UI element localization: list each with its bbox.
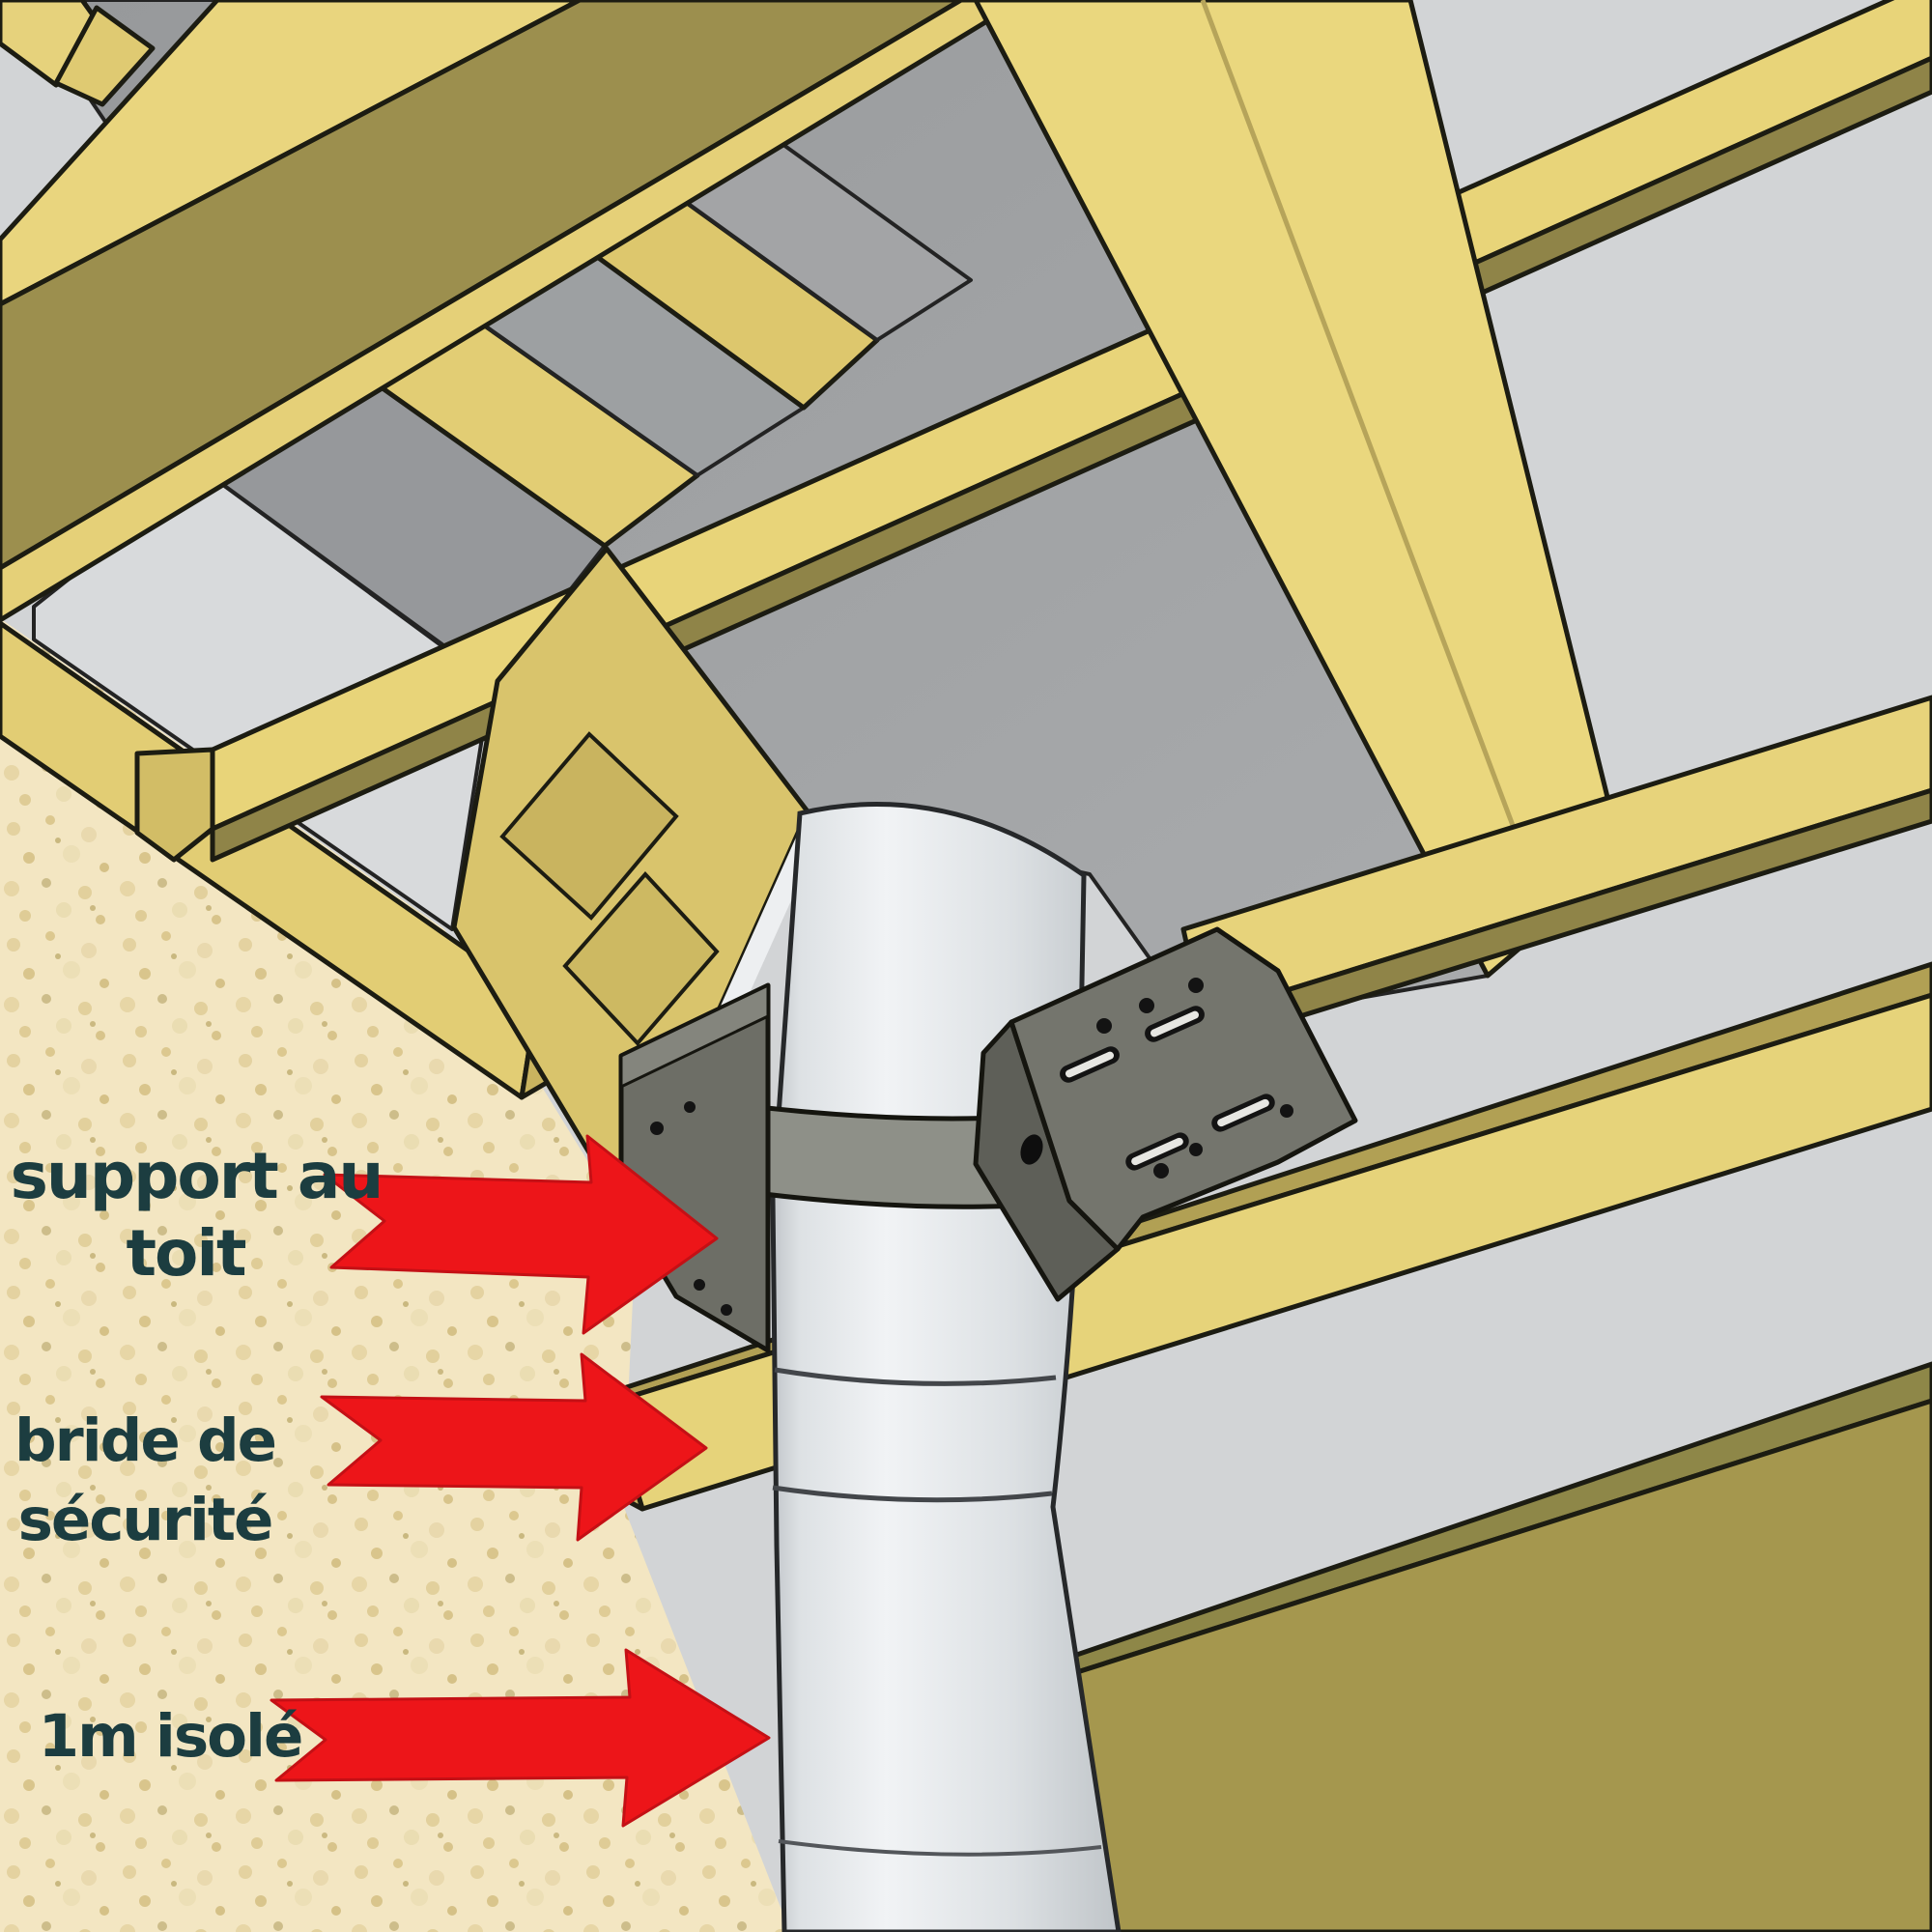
bracket-main-plate (1009, 926, 1358, 1252)
support-label-line1: support au (11, 1139, 383, 1213)
insulated-label: 1m isolé (39, 1702, 302, 1771)
screw-hole (684, 1101, 696, 1113)
bracket-round-hole (1020, 1134, 1043, 1165)
screw-hole (1188, 978, 1204, 993)
screw-hole (650, 1122, 664, 1135)
clamp-label-line2: sécurité (18, 1486, 272, 1554)
annotation-arrows (270, 1134, 771, 1828)
insulation-wall (0, 618, 788, 1932)
screw-hole (1189, 1143, 1203, 1156)
pipe-seam (772, 1485, 1053, 1503)
insulated-arrow-icon (270, 1648, 771, 1828)
bracket-left-wing-bevel (619, 982, 770, 1090)
screw-hole (1096, 1018, 1112, 1034)
bracket-slot (1145, 1006, 1205, 1042)
cut-beam-strip (499, 731, 679, 921)
bracket-slot (1060, 1046, 1120, 1083)
screw-hole (1139, 998, 1154, 1013)
flue-pipe (770, 801, 1122, 1932)
screw-hole (694, 1279, 705, 1291)
bracket-slot (1125, 1132, 1189, 1171)
purlin-end-face (134, 747, 215, 863)
flue-pipe-body (770, 801, 1122, 1932)
roof-support-bracket (618, 926, 1358, 1353)
support-label-line2: toit (126, 1216, 246, 1291)
cut-beam-strip (562, 871, 720, 1046)
bracket-slot (1211, 1094, 1275, 1132)
screw-hole (721, 1304, 732, 1316)
pipe-seam (774, 1367, 1057, 1386)
screw-hole (1280, 1104, 1293, 1118)
clamp-label-line1: bride de (14, 1406, 275, 1475)
beam-stub (53, 5, 156, 107)
right-rafter-grain (1200, 0, 1548, 914)
screw-hole (1153, 1163, 1169, 1179)
rafter-edge-sliver (0, 0, 1025, 623)
clamp-arrow-icon (320, 1352, 708, 1542)
pipe-seam (778, 1839, 1102, 1857)
support-arrow-icon (323, 1134, 719, 1335)
